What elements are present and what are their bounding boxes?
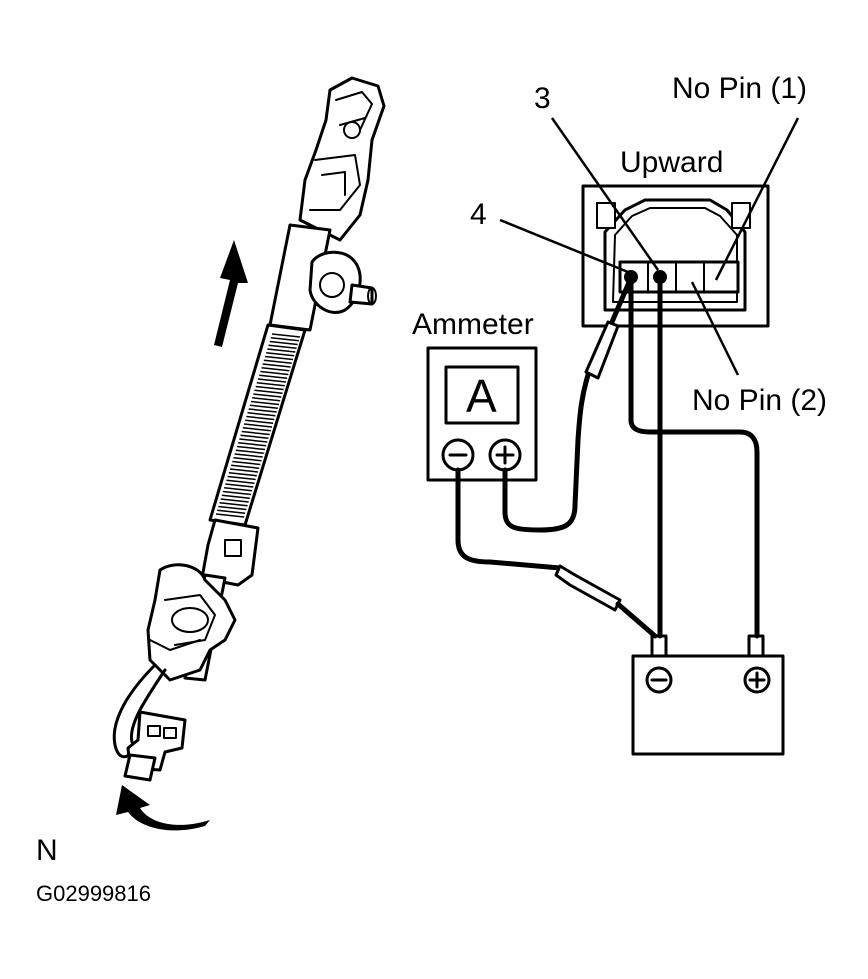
thread-line <box>234 453 263 458</box>
screw-thread <box>215 333 301 518</box>
thread-line <box>242 427 271 432</box>
pin-3-label: 3 <box>534 82 551 115</box>
thread-line <box>228 472 257 477</box>
thread-line <box>245 419 274 424</box>
thread-line <box>267 348 296 353</box>
thread-line <box>231 464 260 469</box>
ammeter-label: Ammeter <box>412 308 534 341</box>
thread-line <box>271 333 301 338</box>
thread-line <box>232 460 261 466</box>
thread-line <box>248 408 277 413</box>
thread-line <box>262 363 291 368</box>
thread-line <box>226 479 255 484</box>
leader-pin3 <box>550 117 660 271</box>
thread-line <box>241 430 270 436</box>
orientation-label: N <box>36 834 58 867</box>
thread-line <box>233 457 262 462</box>
thread-line <box>218 505 247 511</box>
thread-line <box>236 445 266 451</box>
thread-line <box>217 509 246 514</box>
arrow-up-icon <box>214 240 248 347</box>
thread-line <box>255 385 284 391</box>
leader-pin4 <box>499 218 629 274</box>
thread-line <box>227 475 256 481</box>
thread-line <box>256 382 285 387</box>
pin-4-label: 4 <box>470 198 487 231</box>
thread-line <box>249 404 278 409</box>
no-pin-1-label: No Pin (1) <box>672 72 807 105</box>
thread-line <box>253 393 282 398</box>
thread-line <box>264 355 294 361</box>
connector-face <box>581 184 770 328</box>
wiring <box>455 277 760 639</box>
thread-line <box>268 344 297 349</box>
thread-line <box>259 374 288 379</box>
figure-code: G02999816 <box>36 881 151 906</box>
thread-line <box>235 449 264 454</box>
thread-line <box>252 397 281 402</box>
thread-line <box>220 498 249 503</box>
thread-line <box>225 483 254 488</box>
thread-line <box>239 438 268 443</box>
thread-line <box>224 487 253 492</box>
leader-no-pin-1 <box>714 117 800 281</box>
thread-line <box>247 412 276 417</box>
thread-line <box>257 378 287 383</box>
seat-adjuster-assembly <box>112 76 386 782</box>
thread-line <box>269 340 298 346</box>
thread-line <box>215 513 245 518</box>
thread-line <box>238 442 267 447</box>
upward-label: Upward <box>620 146 723 179</box>
thread-line <box>243 423 273 428</box>
thread-line <box>222 490 252 496</box>
ammeter-symbol: A <box>466 370 497 422</box>
thread-line <box>260 370 289 376</box>
battery <box>631 634 785 756</box>
thread-line <box>246 415 275 421</box>
curved-arrow-icon <box>116 785 210 831</box>
thread-line <box>266 352 295 357</box>
thread-line <box>240 434 269 439</box>
thread-line <box>219 502 248 507</box>
thread-line <box>250 400 280 406</box>
thread-line <box>270 337 299 342</box>
thread-line <box>254 389 283 394</box>
thread-line <box>263 359 292 364</box>
ammeter <box>426 346 538 482</box>
leader-no-pin-2 <box>690 281 740 376</box>
thread-line <box>261 367 290 372</box>
no-pin-2-label: No Pin (2) <box>692 384 827 417</box>
thread-line <box>229 468 259 473</box>
thread-line <box>221 494 250 499</box>
